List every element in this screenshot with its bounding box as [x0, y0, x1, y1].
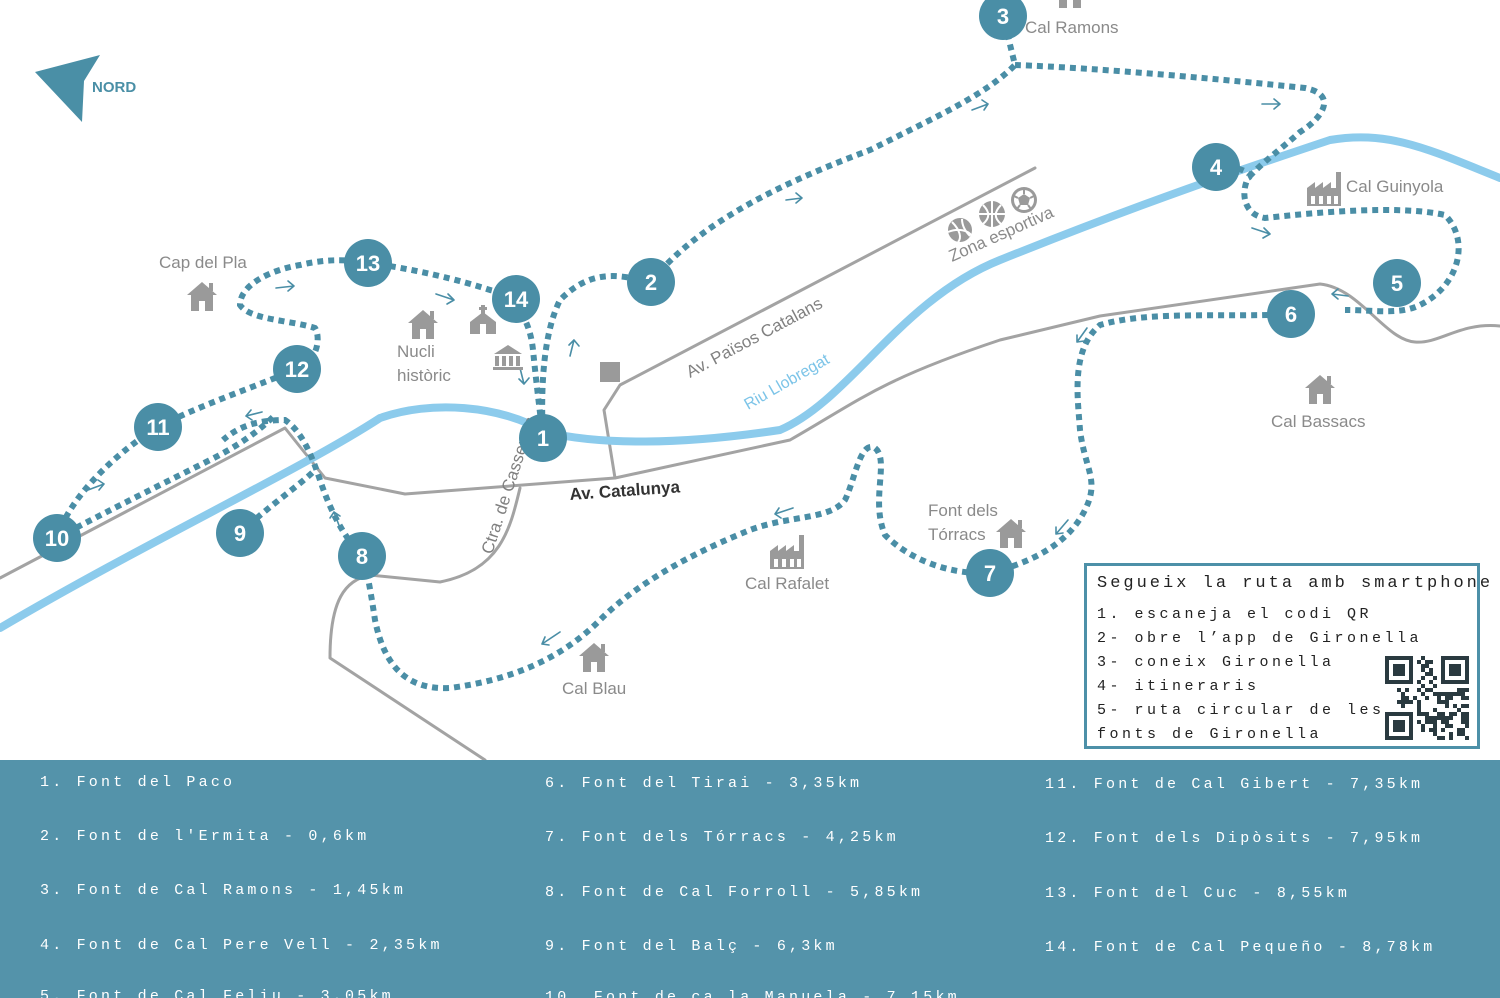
stop-marker-2[interactable]: 2: [627, 258, 675, 306]
stop-number: 7: [984, 561, 996, 586]
place-historic: històric: [397, 366, 451, 385]
info-step: 3- coneix Gironella: [1097, 654, 1335, 671]
stop-marker-14[interactable]: 14: [492, 275, 540, 323]
stop-marker-13[interactable]: 13: [344, 239, 392, 287]
house-icon: [1305, 375, 1335, 404]
legend-item: 1. Font del Paco: [40, 774, 236, 791]
place-cal-rafalet: Cal Rafalet: [745, 574, 829, 593]
stop-marker-12[interactable]: 12: [273, 345, 321, 393]
info-step: 2- obre l’app de Gironella: [1097, 630, 1423, 647]
road-av-catalunya: [0, 282, 1500, 580]
house-icon: [579, 643, 609, 672]
basketball-icon: [979, 201, 1005, 227]
info-title: Segueix la ruta amb smartphone: [1097, 574, 1494, 593]
place-cal-guinyola: Cal Guinyola: [1346, 177, 1444, 196]
football-icon: [1011, 187, 1037, 213]
sports-zone: Zona esportiva: [946, 187, 1057, 266]
stop-marker-4[interactable]: 4: [1192, 143, 1240, 191]
legend-item: 12. Font dels Dipòsits - 7,95km: [1045, 830, 1424, 847]
stop-number: 10: [45, 526, 69, 551]
stop-number: 1: [537, 426, 549, 451]
stop-number: 14: [504, 287, 529, 312]
info-step: 1. escaneja el codi QR: [1097, 606, 1373, 623]
factory-icon: [1307, 172, 1341, 206]
house-icon: [187, 282, 217, 311]
legend-item: 11. Font de Cal Gibert - 7,35km: [1045, 776, 1424, 793]
stop-number: 11: [146, 415, 169, 440]
legend-item: 14. Font de Cal Pequeño - 8,78km: [1045, 939, 1436, 956]
stop-number: 13: [356, 251, 380, 276]
place-cal-blau: Cal Blau: [562, 679, 626, 698]
church-icon: [470, 305, 496, 334]
house-icon: [996, 519, 1026, 548]
stop-number: 3: [997, 4, 1009, 29]
qr-code-icon[interactable]: [1385, 656, 1469, 740]
stop-number: 5: [1391, 271, 1403, 296]
stop-marker-3[interactable]: 3: [979, 0, 1027, 40]
building-icon: [600, 362, 620, 382]
stop-number: 9: [234, 521, 246, 546]
stop-number: 12: [285, 357, 309, 382]
legend-item: 5. Font de Cal Feliu - 3,05km: [40, 988, 394, 998]
legend-item: 4. Font de Cal Pere Vell - 2,35km: [40, 937, 443, 954]
svg-text:NORD: NORD: [92, 79, 136, 96]
house-icon: [408, 310, 438, 339]
stop-marker-7[interactable]: 7: [966, 549, 1014, 597]
place-cal-bassacs: Cal Bassacs: [1271, 412, 1365, 431]
place-cap-del-pla: Cap del Pla: [159, 253, 247, 272]
volleyball-icon: [947, 218, 973, 243]
route-path: [54, 15, 1462, 692]
house-icon: [1055, 0, 1085, 8]
stop-marker-11[interactable]: 11: [134, 403, 182, 451]
road-av-paisos-catalans: [602, 166, 1037, 480]
legend-item: 8. Font de Cal Forroll - 5,85km: [545, 884, 924, 901]
place-nucli: Nucli: [397, 342, 435, 361]
stop-marker-5[interactable]: 5: [1373, 259, 1421, 307]
museum-icon: [493, 345, 523, 370]
legend-item: 13. Font del Cuc - 8,55km: [1045, 885, 1351, 902]
stop-marker-8[interactable]: 8: [338, 532, 386, 580]
stop-number: 2: [645, 270, 657, 295]
north-arrow-icon: NORD: [35, 55, 136, 122]
legend-item: 3. Font de Cal Ramons - 1,45km: [40, 882, 407, 899]
stop-marker-10[interactable]: 10: [33, 514, 81, 562]
river-llobregat: [0, 133, 1500, 632]
legend-item: 6. Font del Tirai - 3,35km: [545, 775, 863, 792]
place-cal-ramons: Cal Ramons: [1025, 18, 1119, 37]
legend-item: 10. Font de ca la Manuela - 7,15km: [545, 989, 960, 998]
legend-item: 9. Font del Balç - 6,3km: [545, 938, 838, 955]
fonts-legend: 1. Font del Paco 2. Font de l'Ermita - 0…: [0, 760, 1500, 998]
info-step: 5- ruta circular de les: [1097, 702, 1385, 719]
place-font-dels: Font dels: [928, 501, 998, 520]
legend-item: 2. Font de l'Ermita - 0,6km: [40, 828, 370, 845]
road-ctra-casserres: [328, 486, 522, 760]
stop-number: 8: [356, 544, 368, 569]
route-map: NORD Av. Catalunya Av. Països Catalans C…: [0, 0, 1500, 760]
info-step: 4- itineraris: [1097, 678, 1260, 695]
info-step: fonts de Gironella: [1097, 726, 1323, 743]
stop-marker-9[interactable]: 9: [216, 509, 264, 557]
factory-icon: [770, 535, 804, 569]
smartphone-info-box: Segueix la ruta amb smartphone 1. escane…: [1084, 563, 1490, 749]
legend-item: 7. Font dels Tórracs - 4,25km: [545, 829, 899, 846]
stop-marker-1[interactable]: 1: [519, 414, 567, 462]
place-torracs: Tórracs: [928, 525, 986, 544]
stop-number: 6: [1285, 302, 1297, 327]
stop-number: 4: [1210, 155, 1223, 180]
stop-marker-6[interactable]: 6: [1267, 290, 1315, 338]
